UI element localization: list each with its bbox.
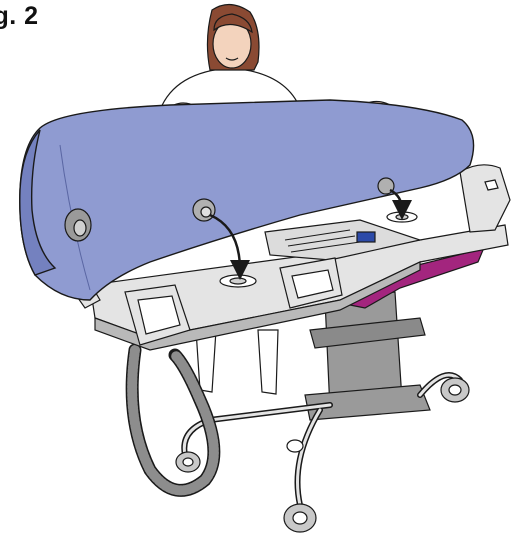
control-panel xyxy=(357,232,375,242)
